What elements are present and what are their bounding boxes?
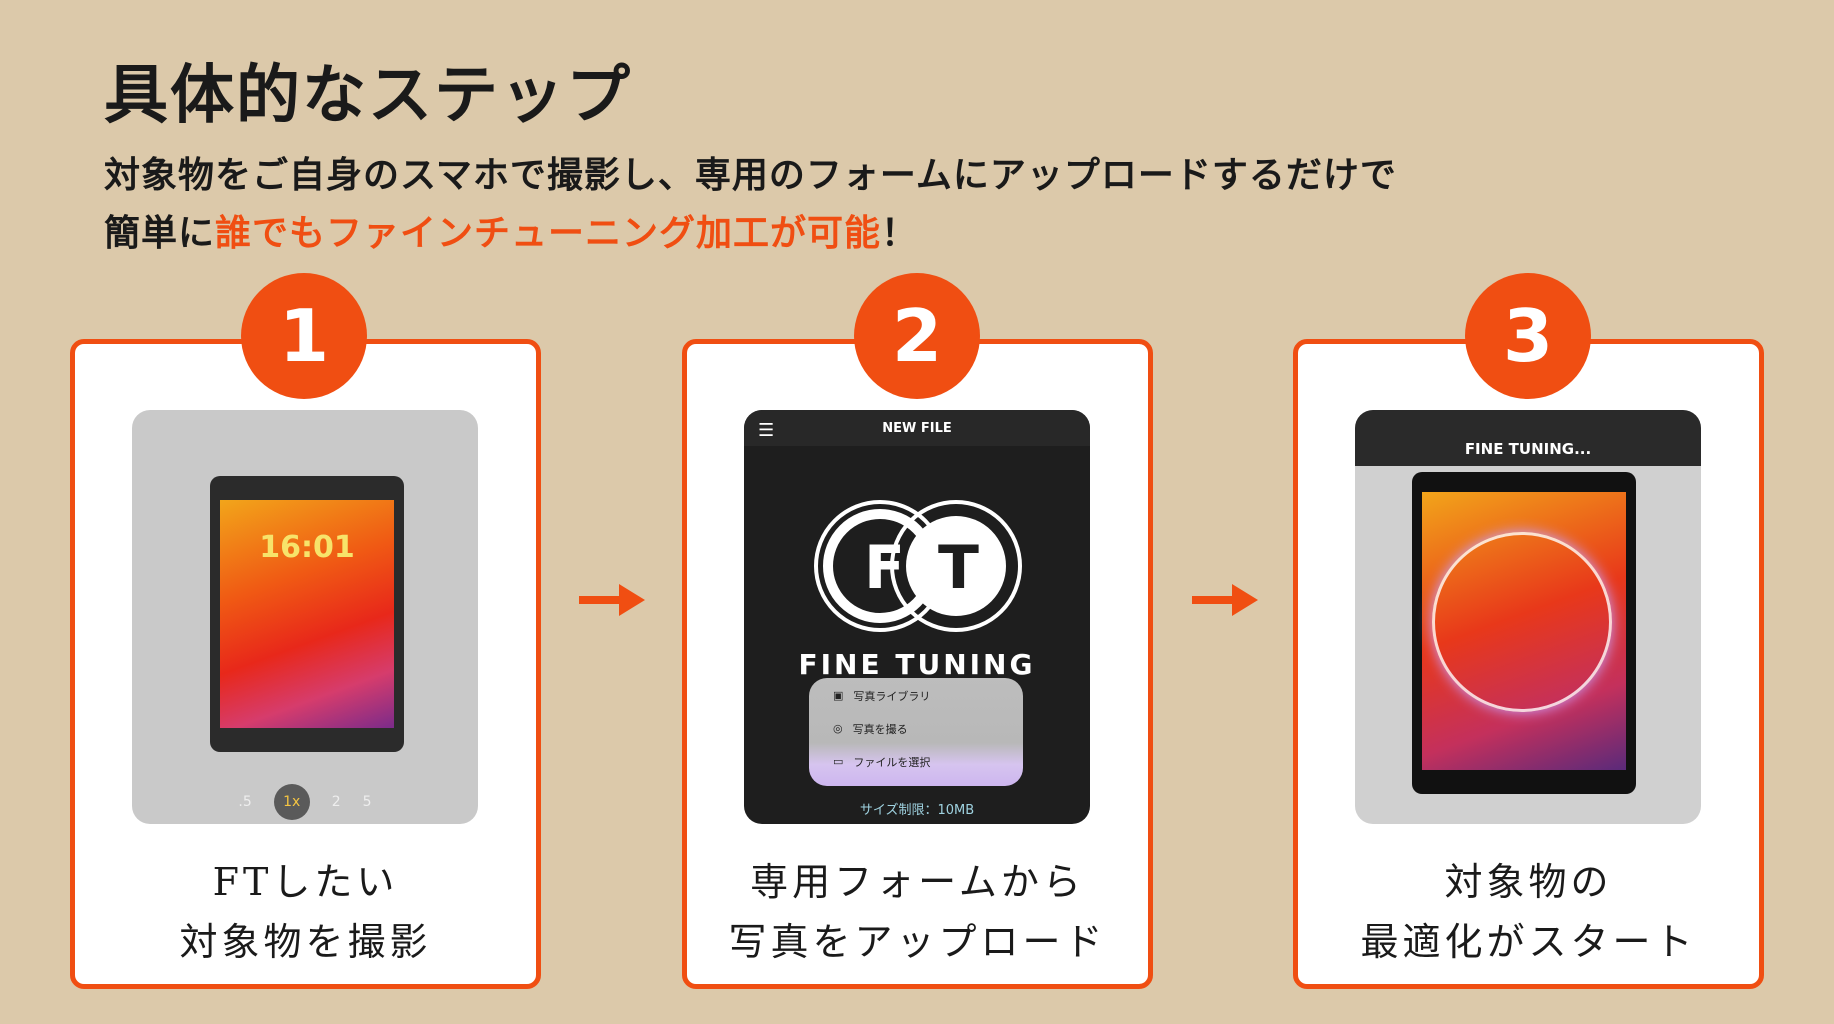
zoom-option[interactable]: .5 <box>238 794 252 810</box>
caption-line: 最適化がスタート <box>1360 920 1697 964</box>
step-card-2: ☰ NEW FILE F T FINE TUNING ▣ 写真ライブラリ ◎ 写真を撮… <box>682 339 1153 989</box>
brand-name: FINE TUNING <box>798 648 1036 681</box>
processing-effect <box>1432 532 1612 712</box>
arrow-right-icon <box>579 584 645 616</box>
subtitle-prefix: 簡単に <box>104 213 216 254</box>
hamburger-menu-icon[interactable]: ☰ <box>758 420 775 441</box>
menu-item-choose-file[interactable]: ▭ ファイルを選択 <box>809 746 1023 777</box>
arrow-right-icon <box>1192 584 1258 616</box>
subtitle-line-1: 対象物をご自身のスマホで撮影し、専用のフォームにアップロードするだけで <box>104 155 1397 196</box>
step-number-1: 1 <box>241 273 367 399</box>
step-card-1: 16:01 .5 1x 2 5 FTしたい対象物を撮影 <box>70 339 541 989</box>
processing-screenshot: FINE TUNING... <box>1355 410 1701 824</box>
menu-label: ファイルを選択 <box>853 755 931 769</box>
step-caption: 対象物の最適化がスタート <box>1298 852 1759 972</box>
zoom-option[interactable]: 2 <box>331 794 341 810</box>
ipad-photo <box>1412 472 1636 794</box>
lock-clock: 16:01 <box>259 530 355 565</box>
step-number-2: 2 <box>854 273 980 399</box>
size-limit: サイズ制限：10MB <box>859 803 975 818</box>
step-caption: 専用フォームから写真をアップロード <box>687 852 1148 972</box>
ipad-photo: 16:01 <box>210 476 404 752</box>
page-title: 具体的なステップ <box>104 59 632 133</box>
caption-line: 対象物の <box>1444 860 1613 904</box>
camera-screenshot: 16:01 .5 1x 2 5 <box>132 410 478 824</box>
upload-options-menu: ▣ 写真ライブラリ ◎ 写真を撮る ▭ ファイルを選択 <box>809 678 1023 786</box>
subtitle-suffix: ！ <box>881 213 919 254</box>
caption-line: 対象物を撮影 <box>179 920 432 964</box>
photo-library-icon: ▣ <box>833 689 844 702</box>
caption-line: FTしたい <box>212 860 399 904</box>
menu-label: 写真ライブラリ <box>853 689 931 703</box>
folder-icon: ▭ <box>833 755 844 768</box>
zoom-option[interactable]: 5 <box>362 794 372 810</box>
menu-item-photo-library[interactable]: ▣ 写真ライブラリ <box>809 680 1023 711</box>
screen-header: NEW FILE <box>882 420 952 436</box>
ft-logo: F T <box>814 500 1022 632</box>
menu-item-take-photo[interactable]: ◎ 写真を撮る <box>809 713 1023 744</box>
step-caption: FTしたい対象物を撮影 <box>75 852 536 972</box>
menu-label: 写真を撮る <box>852 722 908 736</box>
subtitle-line-2: 簡単に誰でもファインチューニング加工が可能！ <box>104 204 918 256</box>
caption-line: 写真をアップロード <box>728 920 1107 964</box>
svg-text:T: T <box>938 533 979 603</box>
step-number-3: 3 <box>1465 273 1591 399</box>
step-card-3: FINE TUNING... 対象物の最適化がスタート <box>1293 339 1764 989</box>
camera-icon: ◎ <box>833 722 843 735</box>
subtitle-highlight: 誰でもファインチューニング加工が可能 <box>215 213 882 254</box>
screen-header: FINE TUNING... <box>1355 410 1701 466</box>
upload-form-screenshot: ☰ NEW FILE F T FINE TUNING ▣ 写真ライブラリ ◎ 写真を撮… <box>744 410 1090 824</box>
caption-line: 専用フォームから <box>750 860 1085 904</box>
svg-text:F: F <box>864 533 905 603</box>
zoom-selector: .5 1x 2 5 <box>132 784 478 820</box>
zoom-option-selected[interactable]: 1x <box>273 784 310 820</box>
